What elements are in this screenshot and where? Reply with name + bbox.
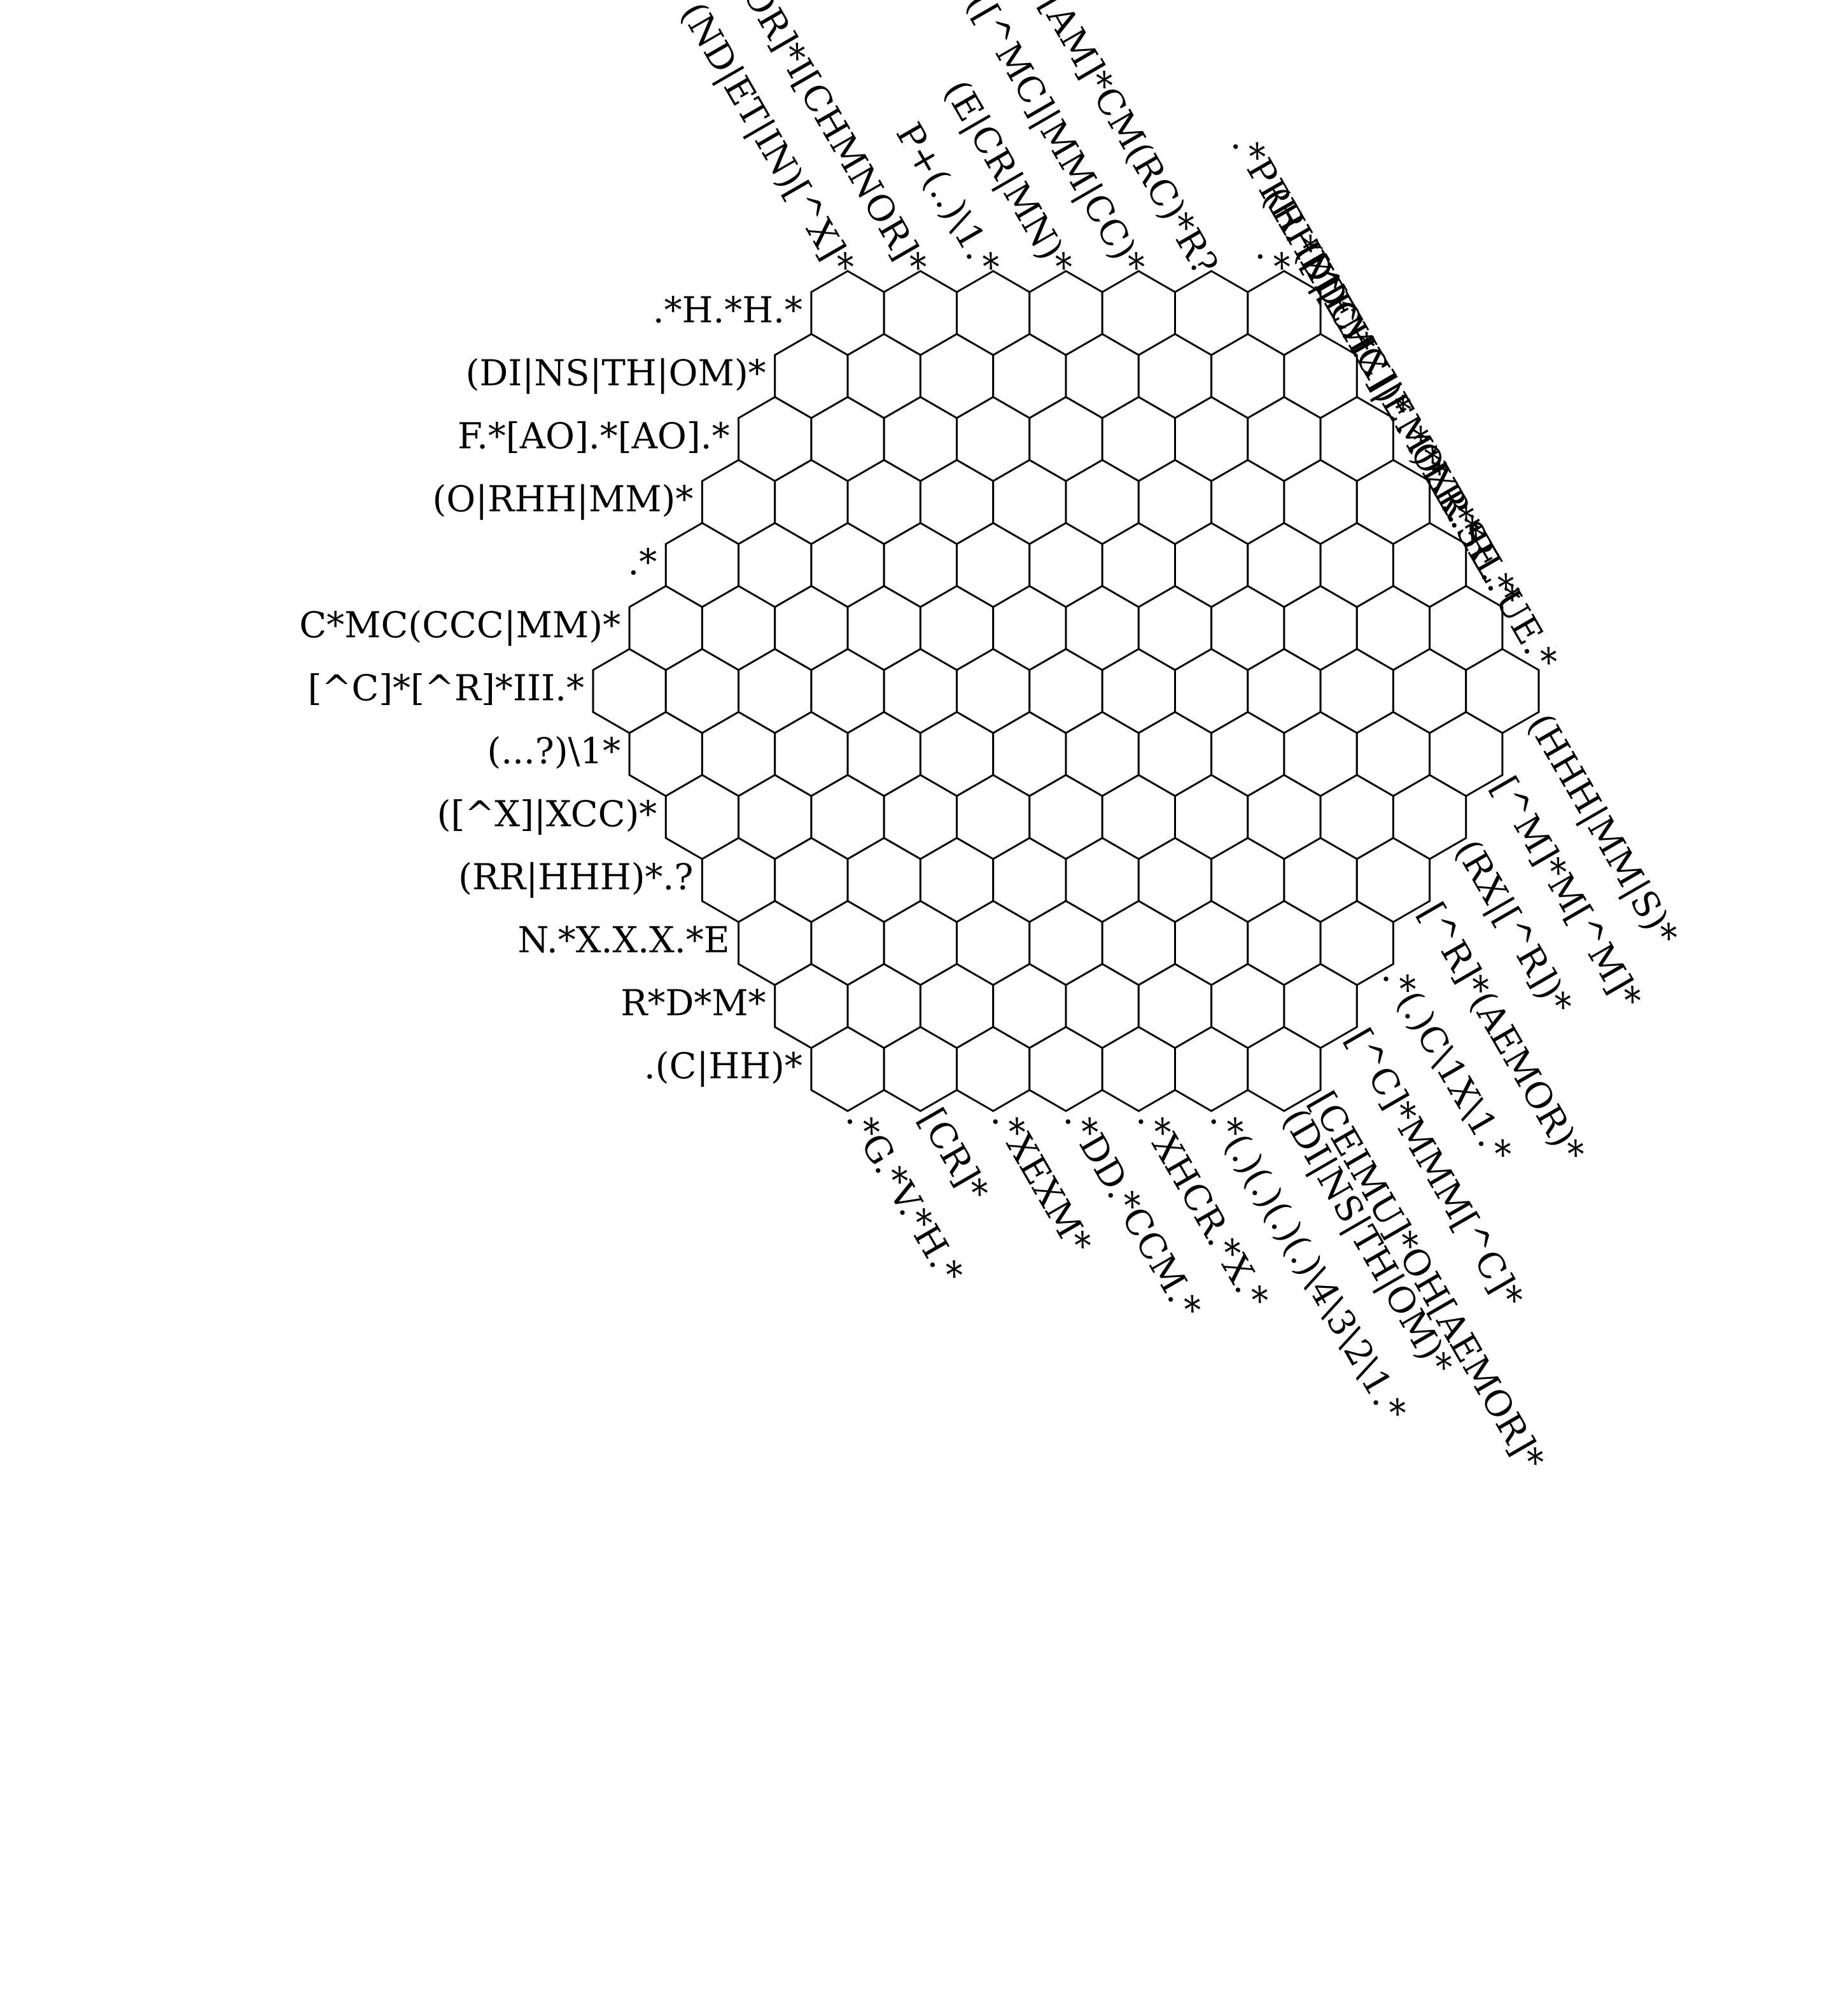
left-clue: ([^X]|XCC)* [437, 794, 657, 835]
left-clue: R*D*M* [620, 983, 766, 1024]
left-clue: N.*X.X.X.*E [517, 920, 729, 961]
hex-grid [592, 270, 1540, 1112]
left-clue: [^C]*[^R]*III.* [308, 668, 584, 709]
left-clue: (...?)\1* [487, 731, 620, 772]
left-clue: (O|RHH|MM)* [433, 479, 694, 520]
left-clue: .*H.*H.* [653, 290, 802, 332]
left-clue: (RR|HHH)*.? [458, 857, 693, 898]
left-clue: .(C|HH)* [644, 1046, 802, 1087]
left-clue: F.*[AO].*[AO].* [458, 416, 730, 458]
left-clue: .* [627, 542, 657, 583]
left-clue: (DI|NS|TH|OM)* [466, 353, 766, 395]
hex-cell[interactable] [1247, 1026, 1322, 1112]
left-clue: C*MC(CCC|MM)* [299, 605, 620, 646]
